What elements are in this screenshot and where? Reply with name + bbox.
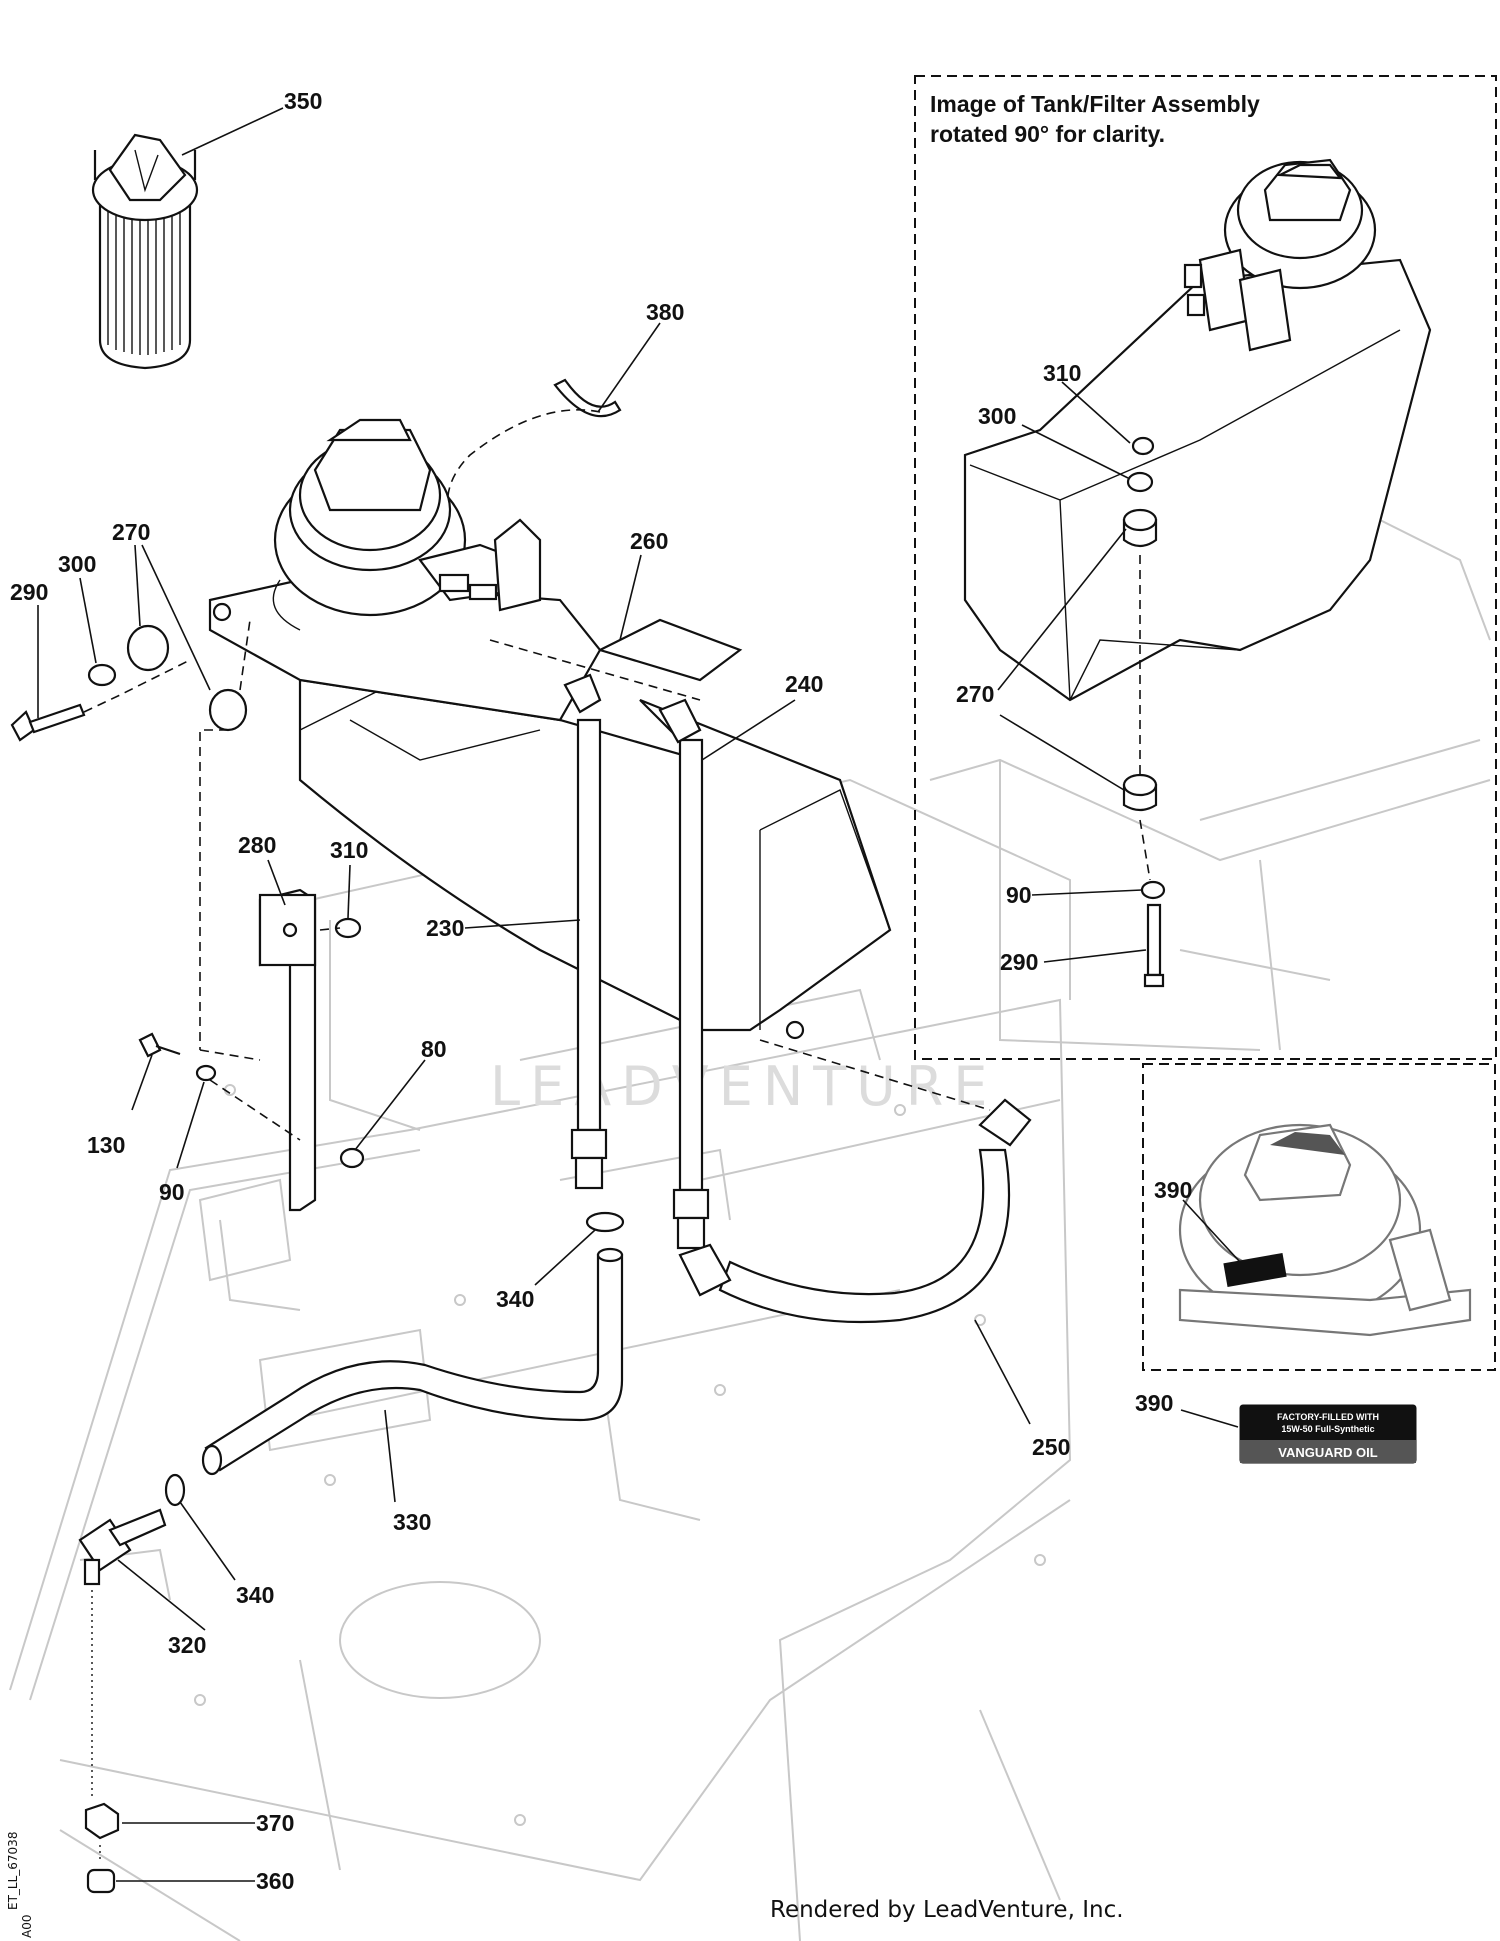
inset-callout-310: 310 bbox=[1043, 360, 1081, 386]
watermark-text: LEADVENTURE bbox=[490, 1055, 997, 1118]
callout-290: 290 bbox=[10, 579, 48, 605]
callout-labels: 350 380 270 300 290 260 240 280 310 230 … bbox=[10, 88, 1070, 1894]
callout-280: 280 bbox=[238, 832, 276, 858]
part-360-cap bbox=[86, 1868, 116, 1894]
leader-lines bbox=[37, 107, 1031, 1882]
part-330-hose bbox=[201, 1247, 624, 1476]
part-290-bolt bbox=[10, 703, 86, 742]
inset-callout-390: 390 bbox=[1154, 1177, 1192, 1203]
callout-380: 380 bbox=[646, 299, 684, 325]
callout-310: 310 bbox=[330, 837, 368, 863]
callout-270: 270 bbox=[112, 519, 150, 545]
callout-340-upper: 340 bbox=[496, 1286, 534, 1312]
assembly-lines bbox=[83, 619, 701, 1141]
callout-340-lower: 340 bbox=[236, 1582, 274, 1608]
inset-note-line1: Image of Tank/Filter Assembly bbox=[930, 91, 1260, 117]
callout-130: 130 bbox=[87, 1132, 125, 1158]
part-380-clip bbox=[446, 378, 622, 521]
part-250-hose bbox=[678, 1039, 1032, 1324]
callout-80: 80 bbox=[421, 1036, 447, 1062]
part-90-washer bbox=[195, 1064, 217, 1082]
callout-250: 250 bbox=[1032, 1434, 1070, 1460]
part-230-hose bbox=[563, 673, 608, 1190]
oil-decal-line2: 15W-50 Full-Synthetic bbox=[1281, 1424, 1374, 1434]
part-390-oil-decal: 390 FACTORY-FILLED WITH 15W-50 Full-Synt… bbox=[1135, 1390, 1417, 1464]
callout-300: 300 bbox=[58, 551, 96, 577]
part-280-bracket bbox=[258, 888, 317, 1212]
part-370-nut bbox=[84, 1802, 120, 1860]
part-320-fitting bbox=[78, 1508, 167, 1800]
mower-frame-background bbox=[9, 778, 1072, 1941]
part-130-bolt bbox=[138, 1032, 181, 1058]
oil-decal-line1: FACTORY-FILLED WITH bbox=[1277, 1412, 1379, 1422]
part-240-hose bbox=[658, 698, 710, 1250]
inset-rotated-assembly: Image of Tank/Filter Assembly rotated 90… bbox=[914, 75, 1497, 1060]
oil-decal-brand: VANGUARD OIL bbox=[1278, 1445, 1377, 1460]
callout-350: 350 bbox=[284, 88, 322, 114]
drawing-code: ET_LL_67038 bbox=[6, 1832, 20, 1910]
part-340-clamps bbox=[164, 1211, 625, 1507]
part-350-filter bbox=[91, 133, 199, 370]
part-80-nut bbox=[339, 1147, 365, 1169]
callout-260: 260 bbox=[630, 528, 668, 554]
drawing-revision: A00 bbox=[20, 1915, 34, 1938]
filter-housing bbox=[272, 418, 542, 631]
inset-callout-90: 90 bbox=[1006, 882, 1032, 908]
callout-390-decal: 390 bbox=[1135, 1390, 1173, 1416]
footer-credit: Rendered by LeadVenture, Inc. bbox=[770, 1897, 1124, 1923]
callout-240: 240 bbox=[785, 671, 823, 697]
callout-320: 320 bbox=[168, 1632, 206, 1658]
callout-230: 230 bbox=[426, 915, 464, 941]
part-270-isolators bbox=[126, 624, 248, 732]
inset-label-location: 390 bbox=[1142, 1063, 1496, 1371]
inset-callout-270: 270 bbox=[956, 681, 994, 707]
callout-370: 370 bbox=[256, 1810, 294, 1836]
part-300-washer bbox=[87, 663, 117, 687]
callout-90: 90 bbox=[159, 1179, 185, 1205]
inset-callout-300: 300 bbox=[978, 403, 1016, 429]
callout-330: 330 bbox=[393, 1509, 431, 1535]
callout-360: 360 bbox=[256, 1868, 294, 1894]
part-260-bracket bbox=[597, 618, 743, 682]
inset-note-line2: rotated 90° for clarity. bbox=[930, 121, 1165, 147]
inset-callout-290: 290 bbox=[1000, 949, 1038, 975]
